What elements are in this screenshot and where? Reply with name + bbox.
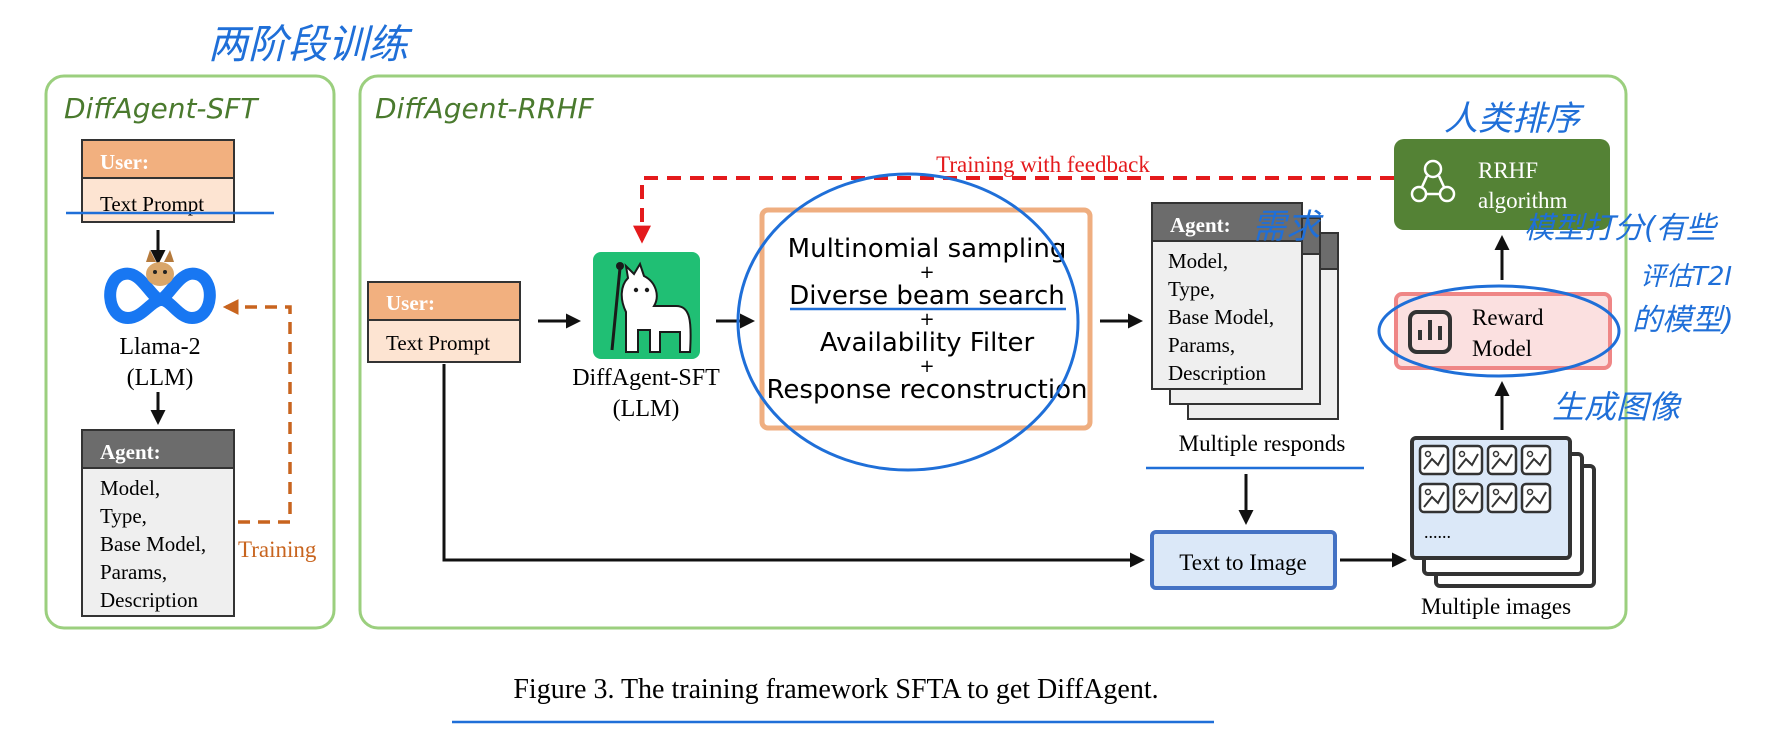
sft-training-arrow xyxy=(222,299,292,524)
sft-agent-line: Model, xyxy=(100,476,160,500)
figure-caption: Figure 3. The training framework SFTA to… xyxy=(513,674,1158,705)
sft-user-box: User: Text Prompt xyxy=(81,139,235,223)
sft-panel: DiffAgent-SFT User: Text Prompt Llama-2 … xyxy=(44,74,336,630)
rrhf-llm-name: DiffAgent-SFT xyxy=(572,365,720,391)
sft-panel-title: DiffAgent-SFT xyxy=(64,92,259,125)
rrhf-llm-type: (LLM) xyxy=(613,396,680,422)
rrhf-label-1: RRHF xyxy=(1478,158,1538,183)
sampling-plus: + xyxy=(919,309,934,330)
sampling-step: Response reconstruction xyxy=(767,375,1088,405)
reward-circle-annotation xyxy=(1377,284,1621,378)
image-thumbnail-icon xyxy=(1486,482,1518,514)
annotation-top-title: 两阶段训练 xyxy=(208,22,413,68)
reward-model-box: Reward Model xyxy=(1394,292,1612,370)
llama-icon xyxy=(593,252,700,359)
annotation-images-note: 生成图像 xyxy=(1552,388,1682,426)
ranking-network-icon xyxy=(1410,159,1456,203)
rrhf-agent-line: Description xyxy=(1168,361,1266,385)
annotation-reward-note: 评估T2I xyxy=(1640,262,1732,292)
sft-agent-header: Agent: xyxy=(100,440,161,464)
annotation-agent-note: 需求 xyxy=(1252,207,1324,247)
image-thumbnail-icon xyxy=(1452,482,1484,514)
sampling-plus: + xyxy=(919,262,934,283)
feedback-label: Training with feedback xyxy=(936,152,1150,177)
sft-agent-line: Type, xyxy=(100,504,147,528)
sampling-step: Multinomial sampling xyxy=(788,234,1067,264)
rrhf-agent-line: Model, xyxy=(1168,249,1228,273)
image-thumbnail-icon xyxy=(1418,444,1450,476)
sft-llm-type: (LLM) xyxy=(127,365,194,391)
rrhf-agent-line: Params, xyxy=(1168,333,1235,357)
responds-label: Multiple responds xyxy=(1179,431,1346,456)
sft-llm-name: Llama-2 xyxy=(119,334,200,360)
rrhf-user-text: Text Prompt xyxy=(386,331,490,355)
sampling-plus: + xyxy=(919,356,934,377)
annotation-reward-note: 模型打分(有些 xyxy=(1524,211,1719,246)
feedback-arrow xyxy=(633,176,1394,244)
sft-user-body-bg xyxy=(81,177,235,223)
rrhf-algorithm-bg xyxy=(1394,139,1610,230)
image-thumbnail-icon xyxy=(1418,482,1450,514)
image-thumbnail-icon xyxy=(1520,444,1552,476)
rrhf-agent-header: Agent: xyxy=(1170,213,1231,237)
sampling-box-border xyxy=(759,207,1093,431)
sampling-box: Multinomial sampling + Diverse beam sear… xyxy=(759,207,1093,431)
image-thumbnail-icon xyxy=(1486,444,1518,476)
rrhf-user-header: User: xyxy=(386,291,435,315)
rrhf-panel-border xyxy=(358,74,1628,630)
images-label: Multiple images xyxy=(1421,594,1571,619)
rrhf-algorithm-box: RRHF algorithm xyxy=(1394,139,1610,230)
sft-user-header: User: xyxy=(100,150,149,174)
t2i-label: Text to Image xyxy=(1179,550,1306,575)
reward-label-1: Reward xyxy=(1472,305,1544,330)
sft-training-label: Training xyxy=(238,537,317,562)
rrhf-user-body-bg xyxy=(367,319,521,363)
rrhf-agent-stack: Agent: Model, Type, Base Model, Params, … xyxy=(1151,202,1339,420)
t2i-box: Text to Image xyxy=(1150,530,1337,590)
sft-agent-body-bg xyxy=(81,467,235,617)
rrhf-user-box: User: Text Prompt xyxy=(367,281,521,363)
sft-agent-box: Agent: Model, Type, Base Model, Params, … xyxy=(81,429,235,617)
sft-agent-line: Base Model, xyxy=(100,532,206,556)
rrhf-agent-line: Base Model, xyxy=(1168,305,1274,329)
image-thumbnail-icon xyxy=(1452,444,1484,476)
rrhf-label-2: algorithm xyxy=(1478,188,1568,213)
arrow-prompt-to-t2i xyxy=(442,364,1145,568)
bar-chart-icon xyxy=(1408,310,1452,354)
sft-agent-line: Description xyxy=(100,588,198,612)
image-thumbnail-icon xyxy=(1520,482,1552,514)
sampling-circle-annotation xyxy=(736,172,1080,472)
t2i-box-bg xyxy=(1150,530,1337,590)
sft-panel-border xyxy=(44,74,336,630)
reward-label-2: Model xyxy=(1472,336,1532,361)
annotation-rrhf-note: 人类排序 xyxy=(1444,99,1585,139)
images-more: ...... xyxy=(1424,522,1451,542)
rrhf-agent-header-bg xyxy=(1151,202,1303,242)
annotation-reward-note: 的模型) xyxy=(1632,303,1734,338)
sampling-step: Diverse beam search xyxy=(789,281,1065,311)
rrhf-panel: DiffAgent-RRHF Training with feedback Us… xyxy=(358,74,1628,630)
rrhf-agent-body-bg xyxy=(1151,240,1303,390)
rrhf-panel-title: DiffAgent-RRHF xyxy=(375,92,594,125)
sft-agent-line: Params, xyxy=(100,560,167,584)
image-thumbnail-grid xyxy=(1418,444,1552,514)
rrhf-agent-line: Type, xyxy=(1168,277,1215,301)
sampling-step: Availability Filter xyxy=(820,328,1035,358)
meta-logo-icon xyxy=(104,250,216,324)
images-stack: ...... xyxy=(1410,436,1596,588)
